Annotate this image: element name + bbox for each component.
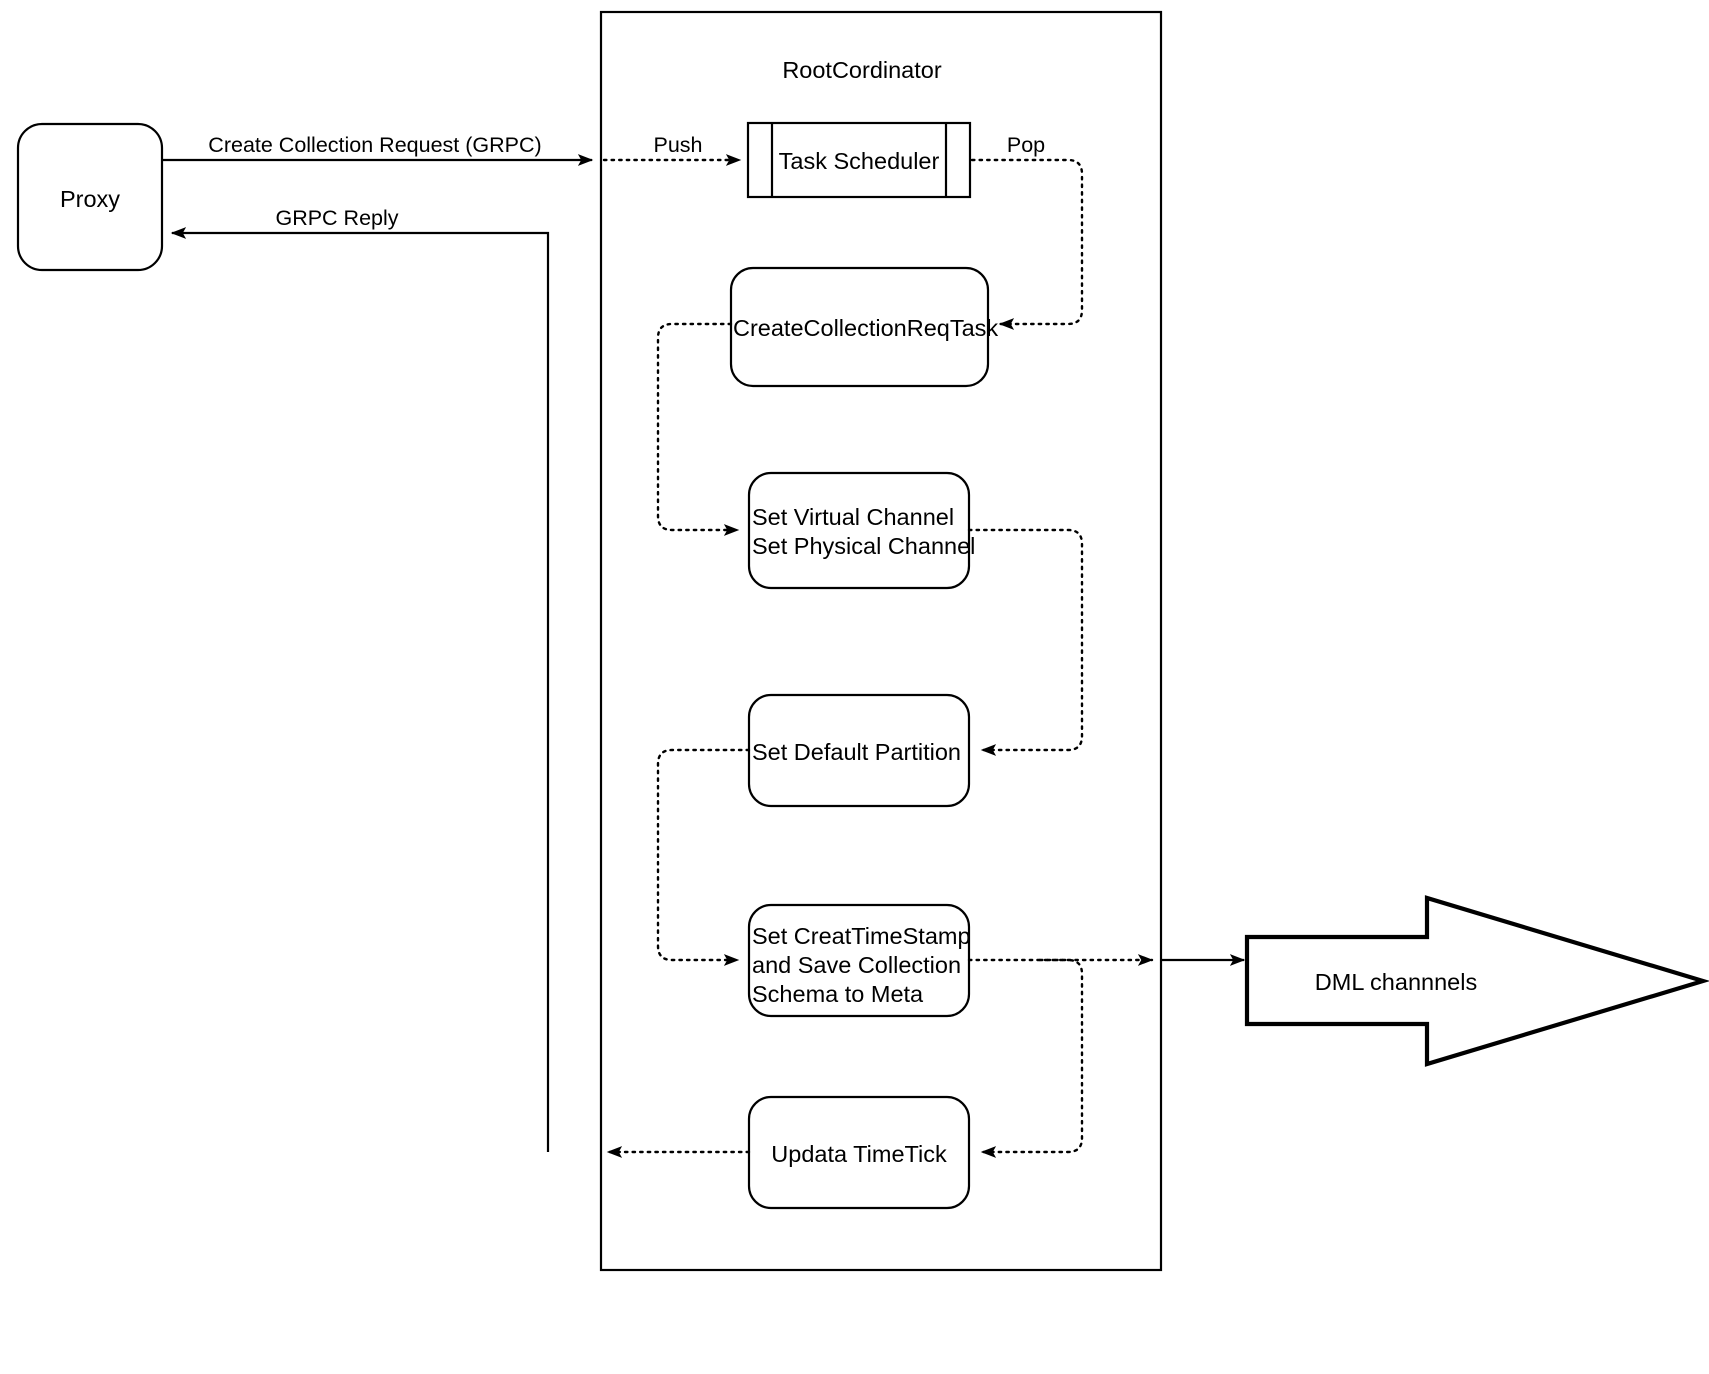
edge-grpc-reply: [170, 227, 550, 1152]
task-scheduler-node[interactable]: [746, 121, 972, 199]
proxy-label: Proxy: [60, 186, 120, 212]
edge-create-collection-request-label: Create Collection Request (GRPC): [208, 133, 541, 157]
set-timestamp-label-line1: Set CreatTimeStamp: [752, 923, 971, 949]
create-collection-req-task-node[interactable]: [729, 266, 990, 388]
rootcordinator-label: RootCordinator: [782, 57, 942, 83]
edge-pop: [970, 158, 1084, 330]
update-timetick-label: Updata TimeTick: [771, 1141, 947, 1167]
dml-channels-node[interactable]: [1244, 895, 1709, 1067]
dml-channels-label: DML channnels: [1315, 969, 1477, 995]
edge-partition-to-timestamp: [656, 748, 751, 966]
task-scheduler-label: Task Scheduler: [779, 148, 940, 174]
set-channel-node[interactable]: [747, 471, 971, 590]
edge-push-label: Push: [653, 133, 702, 157]
proxy-node[interactable]: [16, 122, 164, 272]
set-timestamp-label-line2: and Save Collection: [752, 952, 961, 978]
set-channel-label-line2: Set Physical Channel: [752, 533, 975, 559]
set-channel-label-line1: Set Virtual Channel: [752, 504, 954, 530]
edge-timestamp-to-timetick: [980, 958, 1084, 1158]
create-collection-req-task-label: CreateCollectionReqTask: [733, 315, 998, 341]
set-timestamp-label-line3: Schema to Meta: [752, 981, 924, 1007]
rootcordinator-container: [599, 10, 1163, 1272]
edge-grpc-reply-label: GRPC Reply: [275, 206, 398, 230]
set-default-partition-label: Set Default Partition: [752, 739, 961, 765]
edge-pop-label: Pop: [1007, 133, 1045, 157]
edge-task-to-channel: [656, 322, 740, 536]
